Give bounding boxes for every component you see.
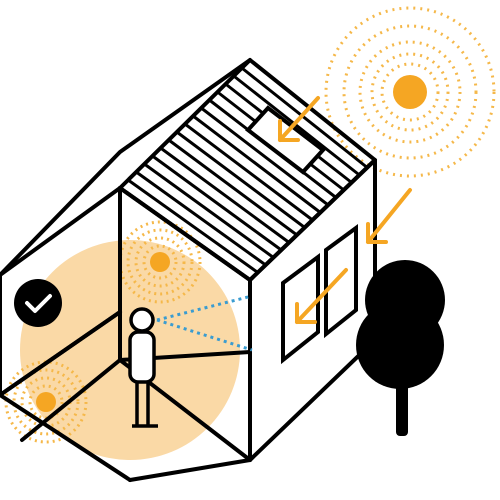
roof-slat	[232, 74, 361, 177]
window-right	[324, 224, 358, 339]
roof-slat	[167, 138, 298, 237]
roof-panel	[118, 58, 377, 282]
arrow-to-lower-window	[295, 268, 348, 324]
roof-slat	[184, 122, 314, 222]
tree-icon	[356, 260, 445, 436]
view-lines	[156, 294, 253, 352]
arrow-to-wall-window	[366, 188, 412, 244]
roof-slats	[127, 66, 369, 274]
radiant-heat-icon	[118, 220, 202, 304]
ray-ring	[324, 6, 496, 178]
ray-ring	[380, 62, 440, 122]
ray-ring	[358, 40, 462, 144]
sun-icon	[324, 6, 496, 178]
rear-roof-edge	[0, 58, 252, 277]
checkmark-icon	[14, 279, 62, 327]
ray-ring	[134, 236, 186, 288]
window-left	[281, 253, 320, 365]
roof-slat	[192, 114, 322, 214]
side-windows	[281, 224, 358, 365]
ray-ring	[118, 220, 202, 304]
roof-slat	[175, 130, 306, 229]
roof-slat	[143, 162, 275, 259]
ray-ring	[4, 360, 88, 444]
roof-slat	[127, 178, 259, 274]
ray-ring	[142, 244, 178, 280]
roof-slat	[159, 146, 290, 244]
solar-ray-arrows	[278, 96, 412, 324]
roof-slat	[135, 170, 267, 267]
ray-ring	[370, 52, 450, 132]
ray-ring	[12, 368, 80, 436]
ray-ring	[342, 24, 478, 160]
ray-ring	[126, 228, 194, 296]
roof-slat	[240, 66, 369, 169]
arrow-to-skylight	[278, 96, 320, 142]
roof-slat	[151, 154, 283, 252]
person-icon	[128, 307, 158, 428]
roof-slat	[200, 106, 330, 207]
